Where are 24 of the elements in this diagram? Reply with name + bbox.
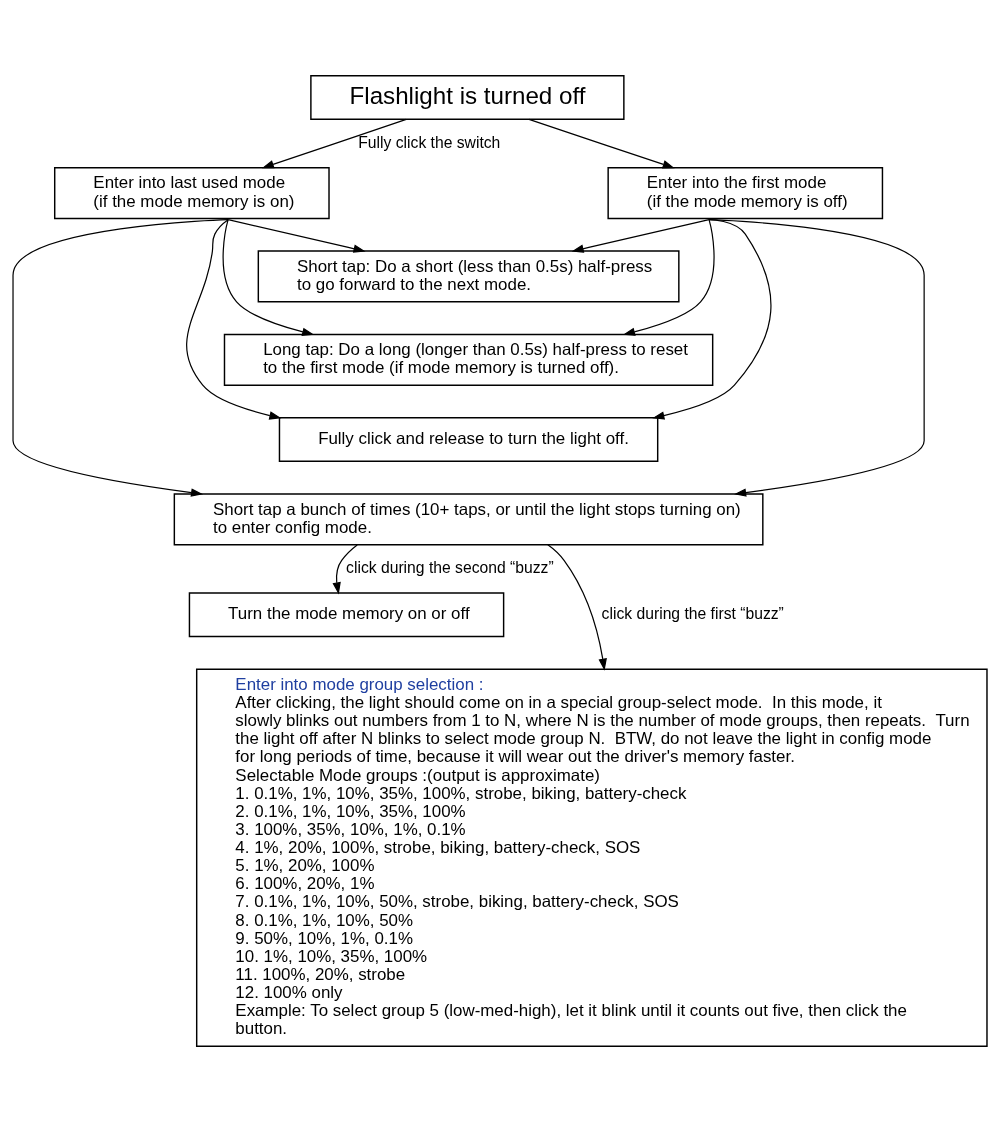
node-box: Long tap: Do a long (longer than 0.5s) half-press to reset to the first mode (if mode memory is turned off). — [223, 333, 714, 386]
node-box: Turn the mode memory on or off — [188, 591, 505, 637]
node-box: Short tap: Do a short (less than 0.5s) half-press to go forward to the next mode. — [257, 249, 680, 303]
arrow — [261, 118, 407, 168]
node-box: Enter into mode group selection : After clicking, the light should come on in a special group-select mode. In this mode, it slowly blinks out numbers from 1 to N, where N is the number of mode groups, then repeats. Turn the light off after N blinks to select mode group N. BTW, do not leave the light in config mode for long periods of time, because it will wear out the driver's memory faster. Selectable Mode groups :(output is approximate) 1. 0.1%, 1%, 10%, 35%, 100%, strobe, biking, battery-check 2. 0.1%, 1%, 10%, 35%, 100% 3. 100%, 35%, 10%, 1%, 0.1% 4. 1%, 20%, 100%, strobe, biking, battery-check, SOS 5. 1%, 20%, 100% 6. 100%, 20%, 1% 7. 0.1%, 1%, 10%, 50%, strobe, biking, battery-check, SOS 8. 0.1%, 1%, 10%, 50% 9. 50%, 10%, 1%, 0.1% 10. 1%, 10%, 35%, 100% 11. 100%, 20%, strobe 12. 100% only Example: To select group 5 (low-med-high), let it blink until it counts out five, then click the button. — [195, 667, 988, 1047]
arrow — [622, 218, 715, 336]
arrow — [528, 118, 675, 168]
arrow — [708, 218, 925, 497]
node-box: Fully click and release to turn the light off. — [278, 416, 659, 462]
arrow — [186, 218, 282, 420]
arrow — [222, 218, 315, 336]
edge-label: click during the second “buzz” — [346, 558, 554, 576]
node-box: Enter into the first mode (if the mode memory is off) — [607, 166, 884, 219]
node-box: Short tap a bunch of times (10+ taps, or until the light stops turning on) to enter config mode. — [173, 492, 764, 545]
arrow — [652, 218, 772, 420]
edge-label: Fully click the switch — [358, 133, 501, 151]
edge-label: click during the first “buzz” — [601, 604, 784, 622]
node-box: Flashlight is turned off — [310, 74, 625, 120]
arrow — [227, 218, 366, 253]
arrow — [12, 218, 229, 497]
node-box: Enter into last used mode (if the mode memory is on) — [54, 166, 330, 219]
arrow — [571, 218, 710, 253]
arrow — [547, 543, 607, 671]
arrow — [332, 543, 358, 594]
